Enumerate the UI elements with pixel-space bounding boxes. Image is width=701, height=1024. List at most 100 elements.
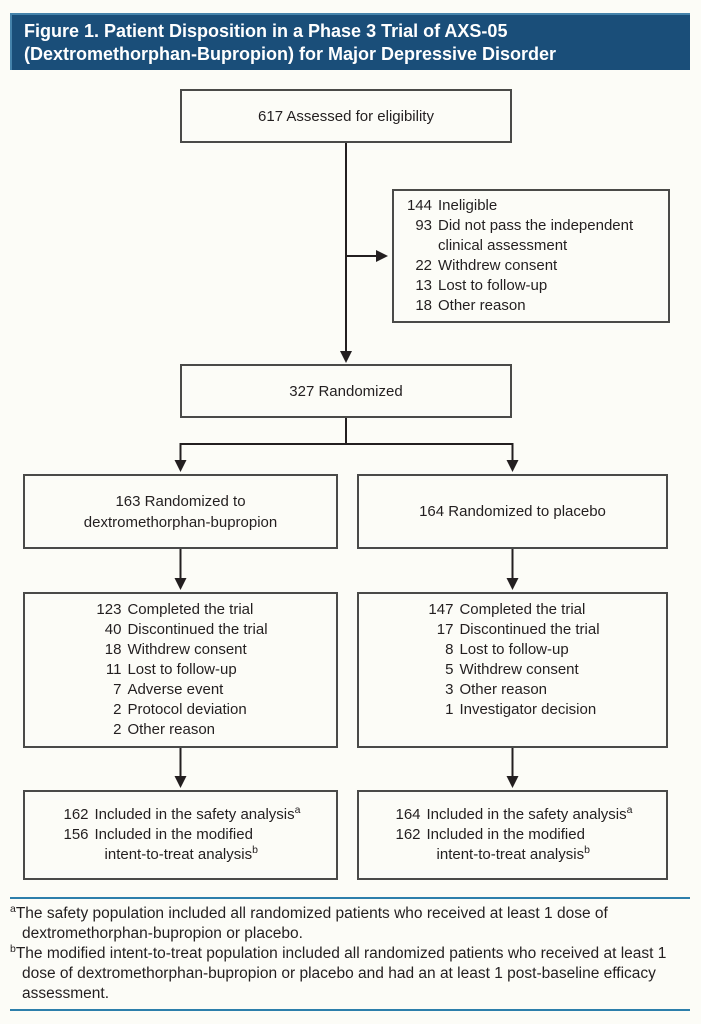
list-item: 17 Discontinued the trial	[425, 620, 600, 640]
outcomes-left-list: 123 Completed the trial 40 Discontinued …	[93, 600, 267, 740]
figure-title-line2: (Dextromethorphan-Bupropion) for Major D…	[24, 44, 557, 64]
list-item: 13 Lost to follow-up	[404, 276, 633, 296]
item-number: 5	[445, 661, 454, 678]
item-number: 156	[63, 826, 89, 843]
item-number: 18	[104, 641, 122, 658]
outcomes-right-list: 147 Completed the trial 17 Discontinued …	[425, 600, 599, 720]
list-item: intent-to-treat analysisb	[393, 845, 633, 865]
arm-line-text: 164 Randomized to placebo	[419, 503, 606, 520]
list-item: 18 Withdrew consent	[93, 640, 267, 660]
item-footnote-marker: a	[626, 804, 633, 816]
item-text: Included in the modified	[94, 826, 253, 843]
figure-title-banner: Figure 1. Patient Disposition in a Phase…	[10, 13, 690, 70]
item-text: Other reason	[127, 721, 215, 738]
list-item: 144 Ineligible	[404, 196, 633, 216]
item-number: 93	[415, 217, 432, 234]
box-arm-placebo: 164 Randomized to placebo	[357, 474, 668, 549]
item-text: clinical assessment	[438, 237, 568, 254]
item-number: 13	[415, 277, 432, 294]
list-item: 1 Investigator decision	[425, 700, 599, 720]
arm-line: dextromethorphan-bupropion	[84, 512, 277, 533]
list-item: 40 Discontinued the trial	[93, 620, 268, 640]
item-text: intent-to-treat analysis	[436, 846, 585, 863]
box-randomized: 327 Randomized	[180, 364, 512, 418]
item-number: 8	[445, 641, 454, 658]
item-text: Included in the safety analysis	[426, 806, 627, 823]
arm-line: 163 Randomized to	[84, 491, 277, 512]
list-item: 156 Included in the modified	[61, 825, 301, 845]
item-number	[393, 845, 421, 865]
box-ineligible: 144 Ineligible 93 Did not pass the indep…	[392, 189, 670, 323]
item-number: 144	[406, 197, 432, 214]
assessed-label: 617 Assessed for eligibility	[258, 107, 434, 125]
item-text: Withdrew consent	[127, 641, 247, 658]
item-text: Other reason	[459, 681, 547, 698]
item-number: 18	[415, 297, 432, 314]
ineligible-list: 144 Ineligible 93 Did not pass the indep…	[404, 196, 633, 316]
list-item: 2 Other reason	[93, 720, 267, 740]
item-text: Investigator decision	[459, 701, 597, 718]
item-number: 40	[104, 621, 122, 638]
item-number: 2	[113, 701, 122, 718]
item-text: Included in the safety analysis	[94, 806, 295, 823]
box-outcomes-placebo: 147 Completed the trial 17 Discontinued …	[357, 592, 668, 748]
footnote-marker: a	[10, 902, 16, 915]
list-item: 8 Lost to follow-up	[425, 640, 599, 660]
item-number: 17	[436, 621, 454, 638]
item-text: Adverse event	[127, 681, 224, 698]
item-text: Lost to follow-up	[459, 641, 569, 658]
item-text: Other reason	[438, 297, 526, 314]
box-arm-dextromethorphan-bupropion: 163 Randomized to dextromethorphan-buprop…	[23, 474, 338, 549]
list-item: intent-to-treat analysisb	[61, 845, 301, 865]
list-item: 123 Completed the trial	[93, 600, 267, 620]
list-item: 2 Protocol deviation	[93, 700, 267, 720]
list-item: 147 Completed the trial	[425, 600, 599, 620]
list-item: clinical assessment	[404, 236, 633, 256]
arm-line: 164 Randomized to placebo	[419, 501, 606, 522]
item-number: 123	[96, 601, 122, 618]
item-text: Included in the modified	[426, 826, 585, 843]
footnote: aThe safety population included all rand…	[10, 904, 682, 944]
item-text: Protocol deviation	[127, 701, 247, 718]
list-item: 162 Included in the modified	[393, 825, 633, 845]
analysis-right-list: 164 Included in the safety analysisa 162…	[393, 804, 633, 865]
list-item: 3 Other reason	[425, 680, 599, 700]
item-text: Discontinued the trial	[127, 621, 268, 638]
footnote-divider-bottom	[10, 1009, 690, 1011]
item-text: Ineligible	[438, 197, 498, 214]
item-number: 7	[113, 681, 122, 698]
box-outcomes-dextromethorphan-bupropion: 123 Completed the trial 40 Discontinued …	[23, 592, 338, 748]
box-assessed-for-eligibility: 617 Assessed for eligibility	[180, 89, 512, 143]
item-number: 22	[415, 257, 432, 274]
arm-line-text: dextromethorphan-bupropion	[83, 513, 278, 531]
footnotes: aThe safety population included all rand…	[10, 904, 682, 1004]
item-text: Completed the trial	[459, 601, 586, 618]
item-footnote-marker: b	[584, 844, 590, 856]
list-item: 164 Included in the safety analysisa	[393, 804, 633, 825]
item-footnote-marker: b	[252, 844, 258, 856]
item-text: intent-to-treat analysis	[104, 846, 253, 863]
arm-left-lines: 163 Randomized to dextromethorphan-buprop…	[84, 491, 277, 533]
item-number: 3	[445, 681, 454, 698]
item-text: Lost to follow-up	[438, 277, 548, 294]
randomized-label: 327 Randomized	[289, 382, 403, 400]
item-number: 1	[445, 701, 454, 718]
list-item: 11 Lost to follow-up	[93, 660, 267, 680]
list-item: 7 Adverse event	[93, 680, 267, 700]
box-analysis-placebo: 164 Included in the safety analysisa 162…	[357, 790, 668, 880]
list-item: 18 Other reason	[404, 296, 633, 316]
item-text: Did not pass the independent	[438, 217, 634, 234]
item-number: 147	[428, 601, 454, 618]
item-footnote-marker: a	[294, 804, 301, 816]
list-item: 162 Included in the safety analysisa	[61, 804, 301, 825]
footnote-text: The safety population included all rando…	[15, 905, 608, 942]
item-number: 162	[63, 806, 89, 823]
item-text: Withdrew consent	[459, 661, 579, 678]
item-text: Completed the trial	[127, 601, 254, 618]
item-number	[404, 236, 432, 256]
arm-line-text: 163 Randomized to	[115, 492, 246, 510]
item-number: 162	[395, 826, 421, 843]
list-item: 93 Did not pass the independent	[404, 216, 633, 236]
figure-title-line1: Figure 1. Patient Disposition in a Phase…	[24, 21, 508, 41]
